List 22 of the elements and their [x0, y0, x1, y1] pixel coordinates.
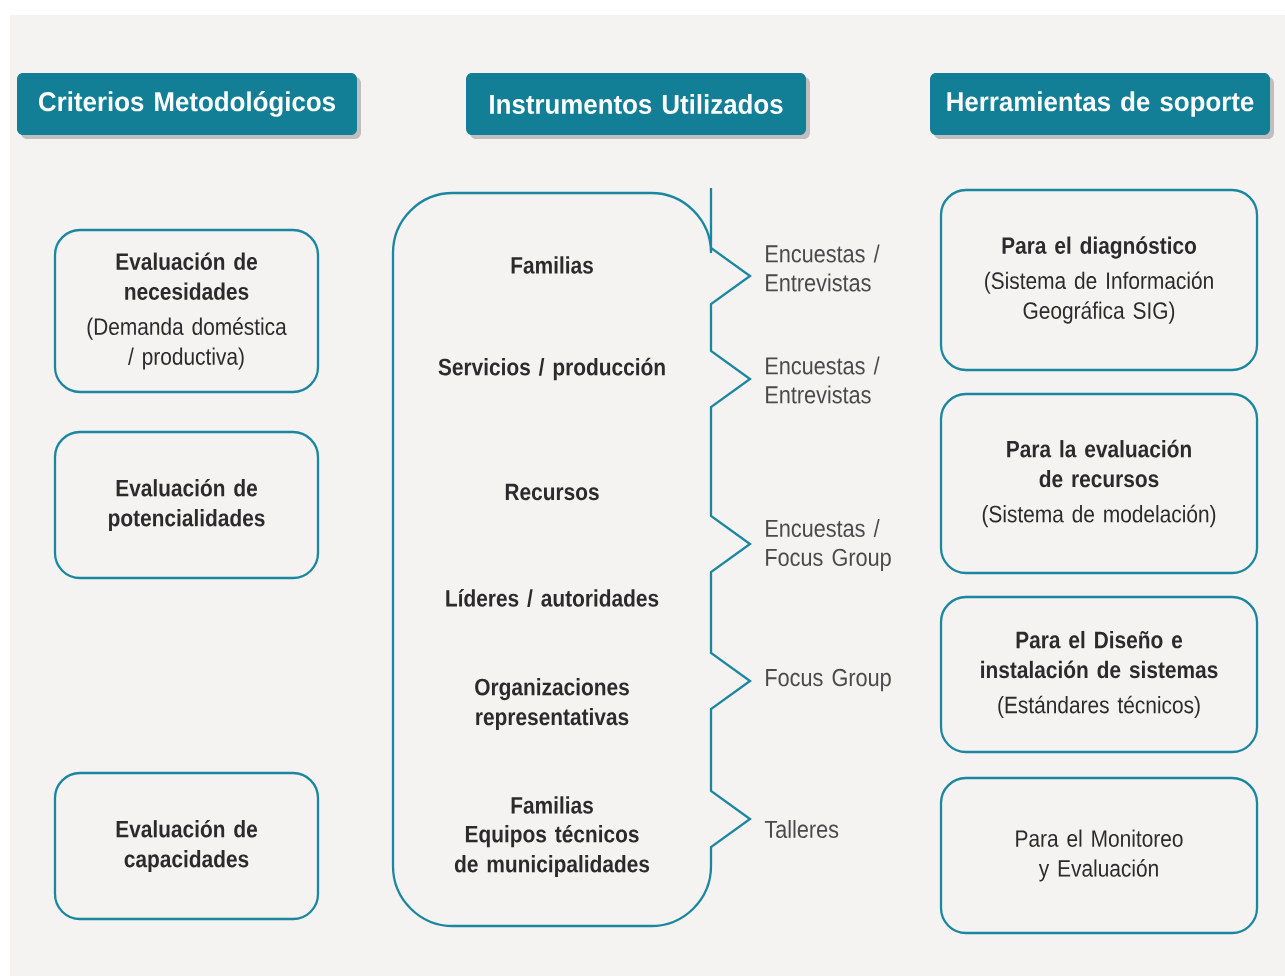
method-label: Encuestas / Entrevistas — [766, 244, 880, 292]
header-box: Criterios Metodológicos — [17, 73, 361, 139]
item-label: Familias — [511, 796, 593, 814]
method-label: Focus Group — [766, 668, 891, 692]
header-box: Herramientas de soporte — [930, 73, 1274, 139]
method-label: Encuestas / Focus Group — [766, 519, 891, 571]
item-label: Organizaciones representativas — [475, 678, 629, 730]
method-label: Talleres — [764, 819, 839, 839]
rounded-box: Para el Diseño e instalación de sistemas (Estándares técnicos) — [939, 595, 1259, 754]
item-label: Líderes / autoridades — [446, 589, 659, 607]
header-box: Instrumentos Utilizados — [466, 73, 810, 139]
rounded-box: Evaluación de necesidades (Demanda doméstica / productiva) — [53, 228, 320, 394]
item-label: Familias — [511, 256, 593, 274]
item-label: Servicios / producción — [438, 357, 665, 381]
method-label: Encuestas / Entrevistas — [766, 356, 880, 404]
rounded-box: Evaluación de potencialidades — [53, 430, 320, 580]
item-label: Equipos técnicos de municipalidades — [454, 824, 650, 878]
item-label: Recursos — [505, 483, 599, 501]
rounded-box: Para la evaluación de recursos (Sistema de modelación) — [939, 392, 1259, 575]
rounded-box: Para el diagnóstico (Sistema de Información Geográfica SIG) — [939, 188, 1259, 372]
rounded-box: Evaluación de capacidades — [53, 771, 320, 921]
rounded-box: Para el Monitoreo y Evaluación — [939, 776, 1259, 935]
